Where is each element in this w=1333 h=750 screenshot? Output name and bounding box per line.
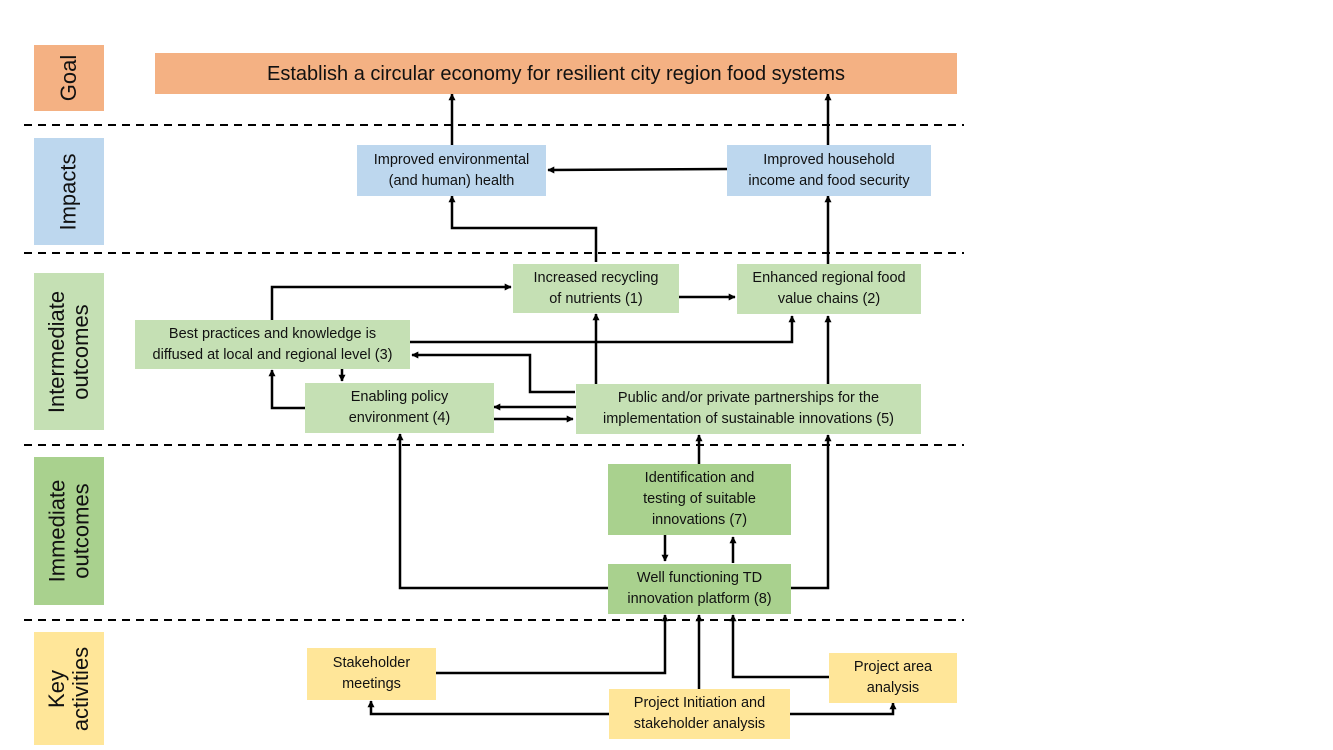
arrow-recycling-to-env-health bbox=[448, 195, 598, 262]
arrow-partnerships-to-best-practices bbox=[411, 351, 575, 394]
outcome-identification: Identification and testing of suitable i… bbox=[608, 464, 791, 535]
activity-project-area: Project area analysis bbox=[829, 653, 957, 703]
arrow-td-platform-to-partnerships bbox=[791, 434, 832, 590]
band-impacts: Impacts bbox=[34, 138, 104, 245]
arrow-policy-to-best-practices bbox=[268, 369, 305, 410]
outcome-recycling-text: Increased recycling of nutrients (1) bbox=[533, 269, 659, 307]
arrow-meetings-to-td-platform bbox=[436, 614, 669, 675]
arrow-td-platform-to-policy bbox=[396, 433, 608, 590]
activity-project-area-text: Project area analysis bbox=[853, 659, 933, 696]
goal-text: Establish a circular economy for resilie… bbox=[266, 62, 845, 85]
impact-household-income: Improved household income and food secur… bbox=[727, 145, 931, 196]
arrow-best-practices-to-recycling bbox=[270, 283, 512, 320]
arrow-initiation-to-project-area bbox=[790, 702, 897, 716]
outcome-partnerships-text: Public and/or private partnerships for t… bbox=[603, 390, 894, 427]
outcome-policy-text: Enabling policy environment (4) bbox=[348, 389, 451, 426]
outcome-recycling: Increased recycling of nutrients (1) bbox=[513, 264, 679, 313]
outcome-td-platform-text: Well functioning TD innovation platform … bbox=[627, 570, 772, 607]
band-goal: Goal bbox=[34, 45, 104, 111]
band-intermediate-outcomes: Intermediate outcomes bbox=[34, 273, 104, 430]
outcome-best-practices: Best practices and knowledge is diffused… bbox=[135, 320, 410, 369]
arrow-area-to-td-platform bbox=[729, 614, 829, 679]
arrow-best-practices-to-value-chains bbox=[410, 315, 796, 344]
activity-stakeholder-meetings-text: Stakeholder meetings bbox=[332, 655, 411, 692]
band-immediate-outcomes: Immediate outcomes bbox=[34, 457, 104, 605]
outcome-partnerships: Public and/or private partnerships for t… bbox=[576, 384, 921, 434]
goal-box: Establish a circular economy for resilie… bbox=[155, 53, 957, 94]
impact-env-health-text: Improved environmental (and human) healt… bbox=[373, 151, 530, 189]
outcome-value-chains: Enhanced regional food value chains (2) bbox=[737, 264, 921, 314]
outcome-value-chains-text: Enhanced regional food value chains (2) bbox=[752, 270, 906, 307]
arrow-initiation-to-meetings bbox=[367, 700, 609, 716]
outcome-td-platform: Well functioning TD innovation platform … bbox=[608, 564, 791, 614]
outcome-identification-text: Identification and testing of suitable i… bbox=[643, 470, 756, 528]
outcome-policy: Enabling policy environment (4) bbox=[305, 383, 494, 433]
outcome-best-practices-text: Best practices and knowledge is diffused… bbox=[152, 325, 393, 363]
activity-stakeholder-meetings: Stakeholder meetings bbox=[307, 648, 436, 700]
activity-project-initiation: Project Initiation and stakeholder analy… bbox=[609, 689, 790, 739]
impact-household-income-text: Improved household income and food secur… bbox=[748, 151, 910, 189]
activity-project-initiation-text: Project Initiation and stakeholder analy… bbox=[633, 695, 766, 732]
arrow-income-to-env-health bbox=[547, 166, 728, 174]
impact-env-health: Improved environmental (and human) healt… bbox=[357, 145, 546, 196]
band-key-activities: Key activities bbox=[34, 632, 104, 745]
